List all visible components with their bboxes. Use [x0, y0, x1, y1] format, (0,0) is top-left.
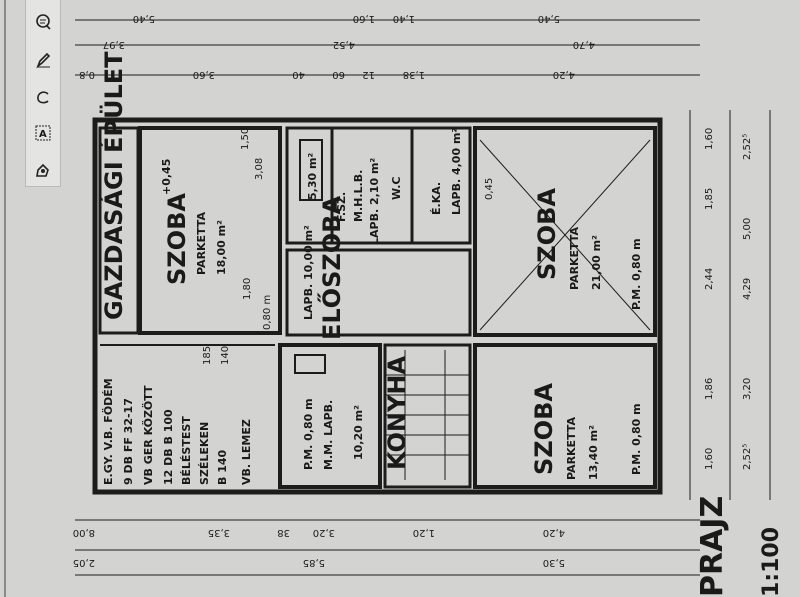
dimension-label: 4,52: [333, 39, 355, 50]
dimension-label: 5,00: [742, 218, 753, 240]
dimension-label: 5,40: [538, 13, 560, 24]
stamp-tool[interactable]: [32, 159, 54, 181]
dimension-label: 8,00: [73, 527, 95, 538]
note-line: 12 DB B 100: [162, 409, 175, 485]
text-box-icon: A: [35, 125, 51, 141]
dimension-label: 4,29: [742, 278, 753, 300]
room-konyha-sub: M.M. LAPB.: [322, 400, 335, 470]
dimension-label: 3,60: [193, 69, 215, 80]
dimension-label: 2,05: [73, 557, 95, 568]
text-box-tool[interactable]: A: [32, 122, 54, 144]
dimension-label: 4,20: [543, 527, 565, 538]
dimension-label: 5,85: [303, 557, 325, 568]
room-eka: É.KA.: [430, 182, 443, 215]
stamp-icon: [36, 163, 49, 177]
drawing-title: PRAJZ: [695, 496, 730, 597]
room-konyha-pm: P.M. 0,80 m: [302, 398, 315, 470]
pen-icon: [36, 52, 51, 69]
dimension-label: 38: [277, 527, 290, 538]
structure-notes: E.GY. V.B. FÖDÉM 9 DB FF 32-17 VB GER KÖZÖ…: [101, 378, 253, 485]
room-gazdasagi: GAZDASÁGI ÉPÜLET: [98, 51, 128, 320]
note-line: B 140: [216, 449, 229, 485]
dimension-label: 1,80: [242, 278, 253, 300]
dimension-label: 60: [332, 69, 345, 80]
room-szoba-2: SZOBA: [533, 188, 561, 280]
dimension-label: 0,45: [484, 178, 495, 200]
dimension-label: 4,20: [553, 69, 575, 80]
note-line: E.GY. V.B. FÖDÉM: [101, 378, 115, 485]
dimension-label: 1,40: [393, 13, 415, 24]
level-mark: +0,45: [160, 159, 173, 195]
note-line: VB. LEMEZ: [240, 419, 253, 485]
room-szoba-3-area: 13,40 m²: [587, 425, 600, 480]
dimension-label: 12: [362, 69, 375, 80]
dimension-label: 3,20: [313, 527, 335, 538]
dimension-label: 1,38: [403, 69, 425, 80]
dimension-label: 40: [292, 69, 305, 80]
room-eka-sub: LAPB. 4,00 m²: [450, 128, 463, 215]
dimension-label: 3,20: [742, 378, 753, 400]
dimension-label: 185: [202, 346, 213, 365]
dimension-label: 1,50: [240, 128, 251, 150]
dimension-label: 140: [220, 346, 231, 365]
dimension-label: 5,30: [543, 557, 565, 568]
note-line: 9 DB FF 32-17: [122, 398, 135, 485]
room-szoba-1: SZOBA: [163, 193, 191, 285]
dimension-label: 1,85: [704, 188, 715, 210]
comment-tool[interactable]: [32, 11, 54, 33]
note-line: SZÉLEKEN: [198, 422, 211, 485]
room-konyha: KONYHA: [383, 356, 411, 470]
annotation-toolbar: A: [25, 0, 61, 187]
lasso-icon: [37, 91, 49, 104]
dimension-label: 1,60: [704, 128, 715, 150]
room-szoba-3-pm: P.M. 0,80 m: [630, 403, 643, 475]
dimension-label: 2,52⁵: [742, 134, 753, 160]
room-szoba-2-area: 21,00 m²: [590, 235, 603, 290]
room-fsz-area: 5,30 m²: [306, 153, 319, 200]
room-eloszoba: ELŐSZOBA: [316, 196, 346, 340]
dimension-label: 1,60: [704, 448, 715, 470]
room-fsz-sub: M.H.L.B.: [352, 170, 365, 222]
dimension-label: 3,08: [254, 158, 265, 180]
note-line: BÉLÉSTEST: [180, 416, 193, 485]
room-szoba-1-floor: PARKETTA: [195, 212, 208, 275]
window-edge: [4, 0, 6, 597]
room-wc: W.C: [390, 177, 403, 201]
room-szoba-2-floor: PARKETTA: [568, 227, 581, 290]
comment-icon: [36, 14, 51, 30]
dimension-label: 3,35: [208, 527, 230, 538]
room-szoba-3-floor: PARKETTA: [565, 417, 578, 480]
dimension-label: 4,70: [573, 39, 595, 50]
note-line: VB GER KÖZÖTT: [141, 385, 155, 485]
room-szoba-2-pm: P.M. 0,80 m: [630, 238, 643, 310]
room-konyha-area: 10,20 m²: [352, 405, 365, 460]
room-szoba-3: SZOBA: [530, 383, 558, 475]
room-szoba-1-area: 18,00 m²: [215, 220, 228, 275]
room-wc-sub: LAPB. 2,10 m²: [368, 158, 381, 245]
pen-tool[interactable]: [32, 49, 54, 71]
lasso-tool[interactable]: [32, 87, 54, 109]
dimension-label: 1,60: [353, 13, 375, 24]
dimension-label: 2,52⁵: [742, 444, 753, 470]
dimension-label: 0,8: [79, 69, 95, 80]
room-fsz: F.SZ.: [335, 192, 348, 222]
svg-text:A: A: [39, 129, 47, 140]
drawing-scale: 1:100: [759, 527, 784, 597]
dimension-label: 1,20: [413, 527, 435, 538]
dimension-label: 0,80 m: [262, 295, 273, 330]
dimension-label: 1,86: [704, 378, 715, 400]
dimensions: 5,40 1,60 1,40 5,40 3,97 4,52 4,70 0,8 3,60 40 60 1…: [73, 13, 753, 568]
dimension-label: 3,97: [103, 39, 125, 50]
dimension-label: 2,44: [704, 268, 715, 290]
dimension-label: 5,40: [133, 13, 155, 24]
room-eloszoba-sub: LAPB. 10,00 m²: [302, 225, 315, 320]
